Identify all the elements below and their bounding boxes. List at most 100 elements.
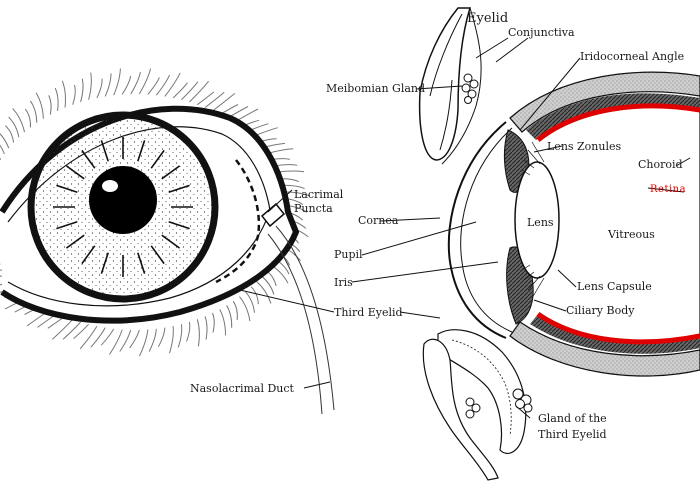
eyelash: [212, 312, 215, 333]
eyelash: [80, 78, 84, 103]
eyelash: [73, 323, 89, 339]
iris-rays: [53, 137, 193, 277]
label-pupil: Pupil: [334, 248, 363, 261]
eyelash: [52, 318, 74, 340]
eyelash: [260, 275, 275, 295]
eyelash: [121, 75, 132, 95]
eyelash: [48, 95, 52, 115]
eyelash: [226, 305, 233, 328]
iris-ray: [161, 234, 181, 249]
eye-cross-section: [418, 7, 700, 481]
label-iris: Iris: [334, 276, 353, 289]
eyelash: [4, 125, 15, 143]
eyelash: [164, 72, 181, 97]
third-eyelid-cartilage: [451, 339, 512, 437]
eyelash: [186, 321, 191, 342]
eyelash: [181, 81, 199, 101]
eyelash: [147, 77, 160, 95]
label-gland-of-the: Gland of the: [538, 412, 607, 425]
third-eyelid-dashed: [215, 159, 261, 284]
eyelash: [204, 316, 208, 340]
leader-lines: [239, 37, 691, 419]
label-cornea: Cornea: [358, 214, 399, 227]
eyelash: [96, 78, 103, 99]
iris-ray: [137, 252, 146, 274]
iris-ray: [81, 245, 96, 265]
label-meibomian-gland: Meibomian Gland: [326, 82, 425, 95]
eyelash: [62, 321, 81, 340]
eyelash: [204, 91, 225, 108]
upper-eyelid: [418, 7, 472, 161]
iris-ray: [150, 245, 165, 265]
cornea-inner: [460, 127, 513, 333]
label-gland-third-eyelid: Third Eyelid: [538, 428, 607, 441]
eyelash: [245, 291, 255, 313]
iris-ray: [65, 165, 85, 180]
label-third-eyelid: Third Eyelid: [334, 306, 403, 319]
label-lens-capsule: Lens Capsule: [577, 280, 652, 293]
iris-ray: [161, 165, 181, 180]
lacrimal-puncta-shape: [260, 202, 286, 228]
iris-ray: [137, 140, 146, 162]
lens-zonules: [521, 141, 545, 299]
eyelash: [138, 68, 152, 95]
label-lens-zonules: Lens Zonules: [547, 140, 622, 153]
label-lens: Lens: [527, 216, 554, 229]
eyelash: [157, 327, 166, 347]
eyelash: [197, 91, 215, 106]
label-conjunctiva: Conjunctiva: [508, 26, 575, 39]
eyelash: [35, 92, 44, 119]
eyelash: [169, 326, 174, 354]
eyelash: [104, 73, 112, 97]
eyelash: [72, 84, 76, 105]
upper-conjunctiva: [441, 7, 482, 165]
eyelash: [109, 329, 123, 355]
eyelash: [212, 93, 236, 112]
lower-eyelid: [422, 338, 499, 481]
iris-ray: [56, 184, 78, 193]
eyelash: [172, 82, 188, 99]
third-eyelid-section: [437, 329, 527, 454]
gland-of-third-eyelid: [512, 388, 533, 413]
eyelash: [196, 319, 200, 347]
eyelash: [129, 329, 140, 349]
eyelash: [256, 281, 272, 304]
label-lacrimal: Lacrimal: [294, 188, 344, 201]
iris-ray: [65, 234, 85, 249]
pupil-highlight: [102, 180, 118, 192]
eyelash: [239, 296, 251, 322]
iris-ray: [150, 149, 165, 169]
eyelash: [8, 116, 20, 138]
iris-ray: [100, 140, 109, 162]
eyelash: [189, 80, 209, 103]
eyelash: [232, 300, 238, 320]
eyelash: [29, 100, 38, 123]
eyelash: [177, 324, 183, 348]
labels: Eyelid Conjunctiva Meibomian Gland Irido…: [190, 11, 686, 441]
eyelash: [119, 329, 132, 352]
iris-ray: [100, 252, 109, 274]
eyelash: [54, 87, 59, 112]
iris-ray: [56, 221, 78, 230]
nasolacrimal-duct: [267, 225, 335, 415]
label-retina: Retina: [650, 184, 686, 195]
label-ciliary-body: Ciliary Body: [566, 304, 635, 317]
eyelash: [113, 68, 121, 96]
eyelash: [0, 132, 10, 149]
meibomian-gland: [461, 73, 479, 104]
iris-ray: [81, 149, 96, 169]
pupil-ellipse: [89, 166, 157, 234]
eyelash: [250, 286, 259, 305]
eyelash: [100, 328, 115, 346]
lower-lid-gland: [465, 397, 481, 419]
iris-ray: [168, 221, 190, 230]
label-eyelid: Eyelid: [467, 11, 508, 26]
eyelash: [155, 74, 171, 96]
eyelash: [24, 108, 32, 128]
iris-ray: [168, 184, 190, 193]
sclera-band: [509, 71, 700, 377]
eyelash: [0, 144, 5, 155]
label-nasolacrimal-duct: Nasolacrimal Duct: [190, 382, 295, 395]
